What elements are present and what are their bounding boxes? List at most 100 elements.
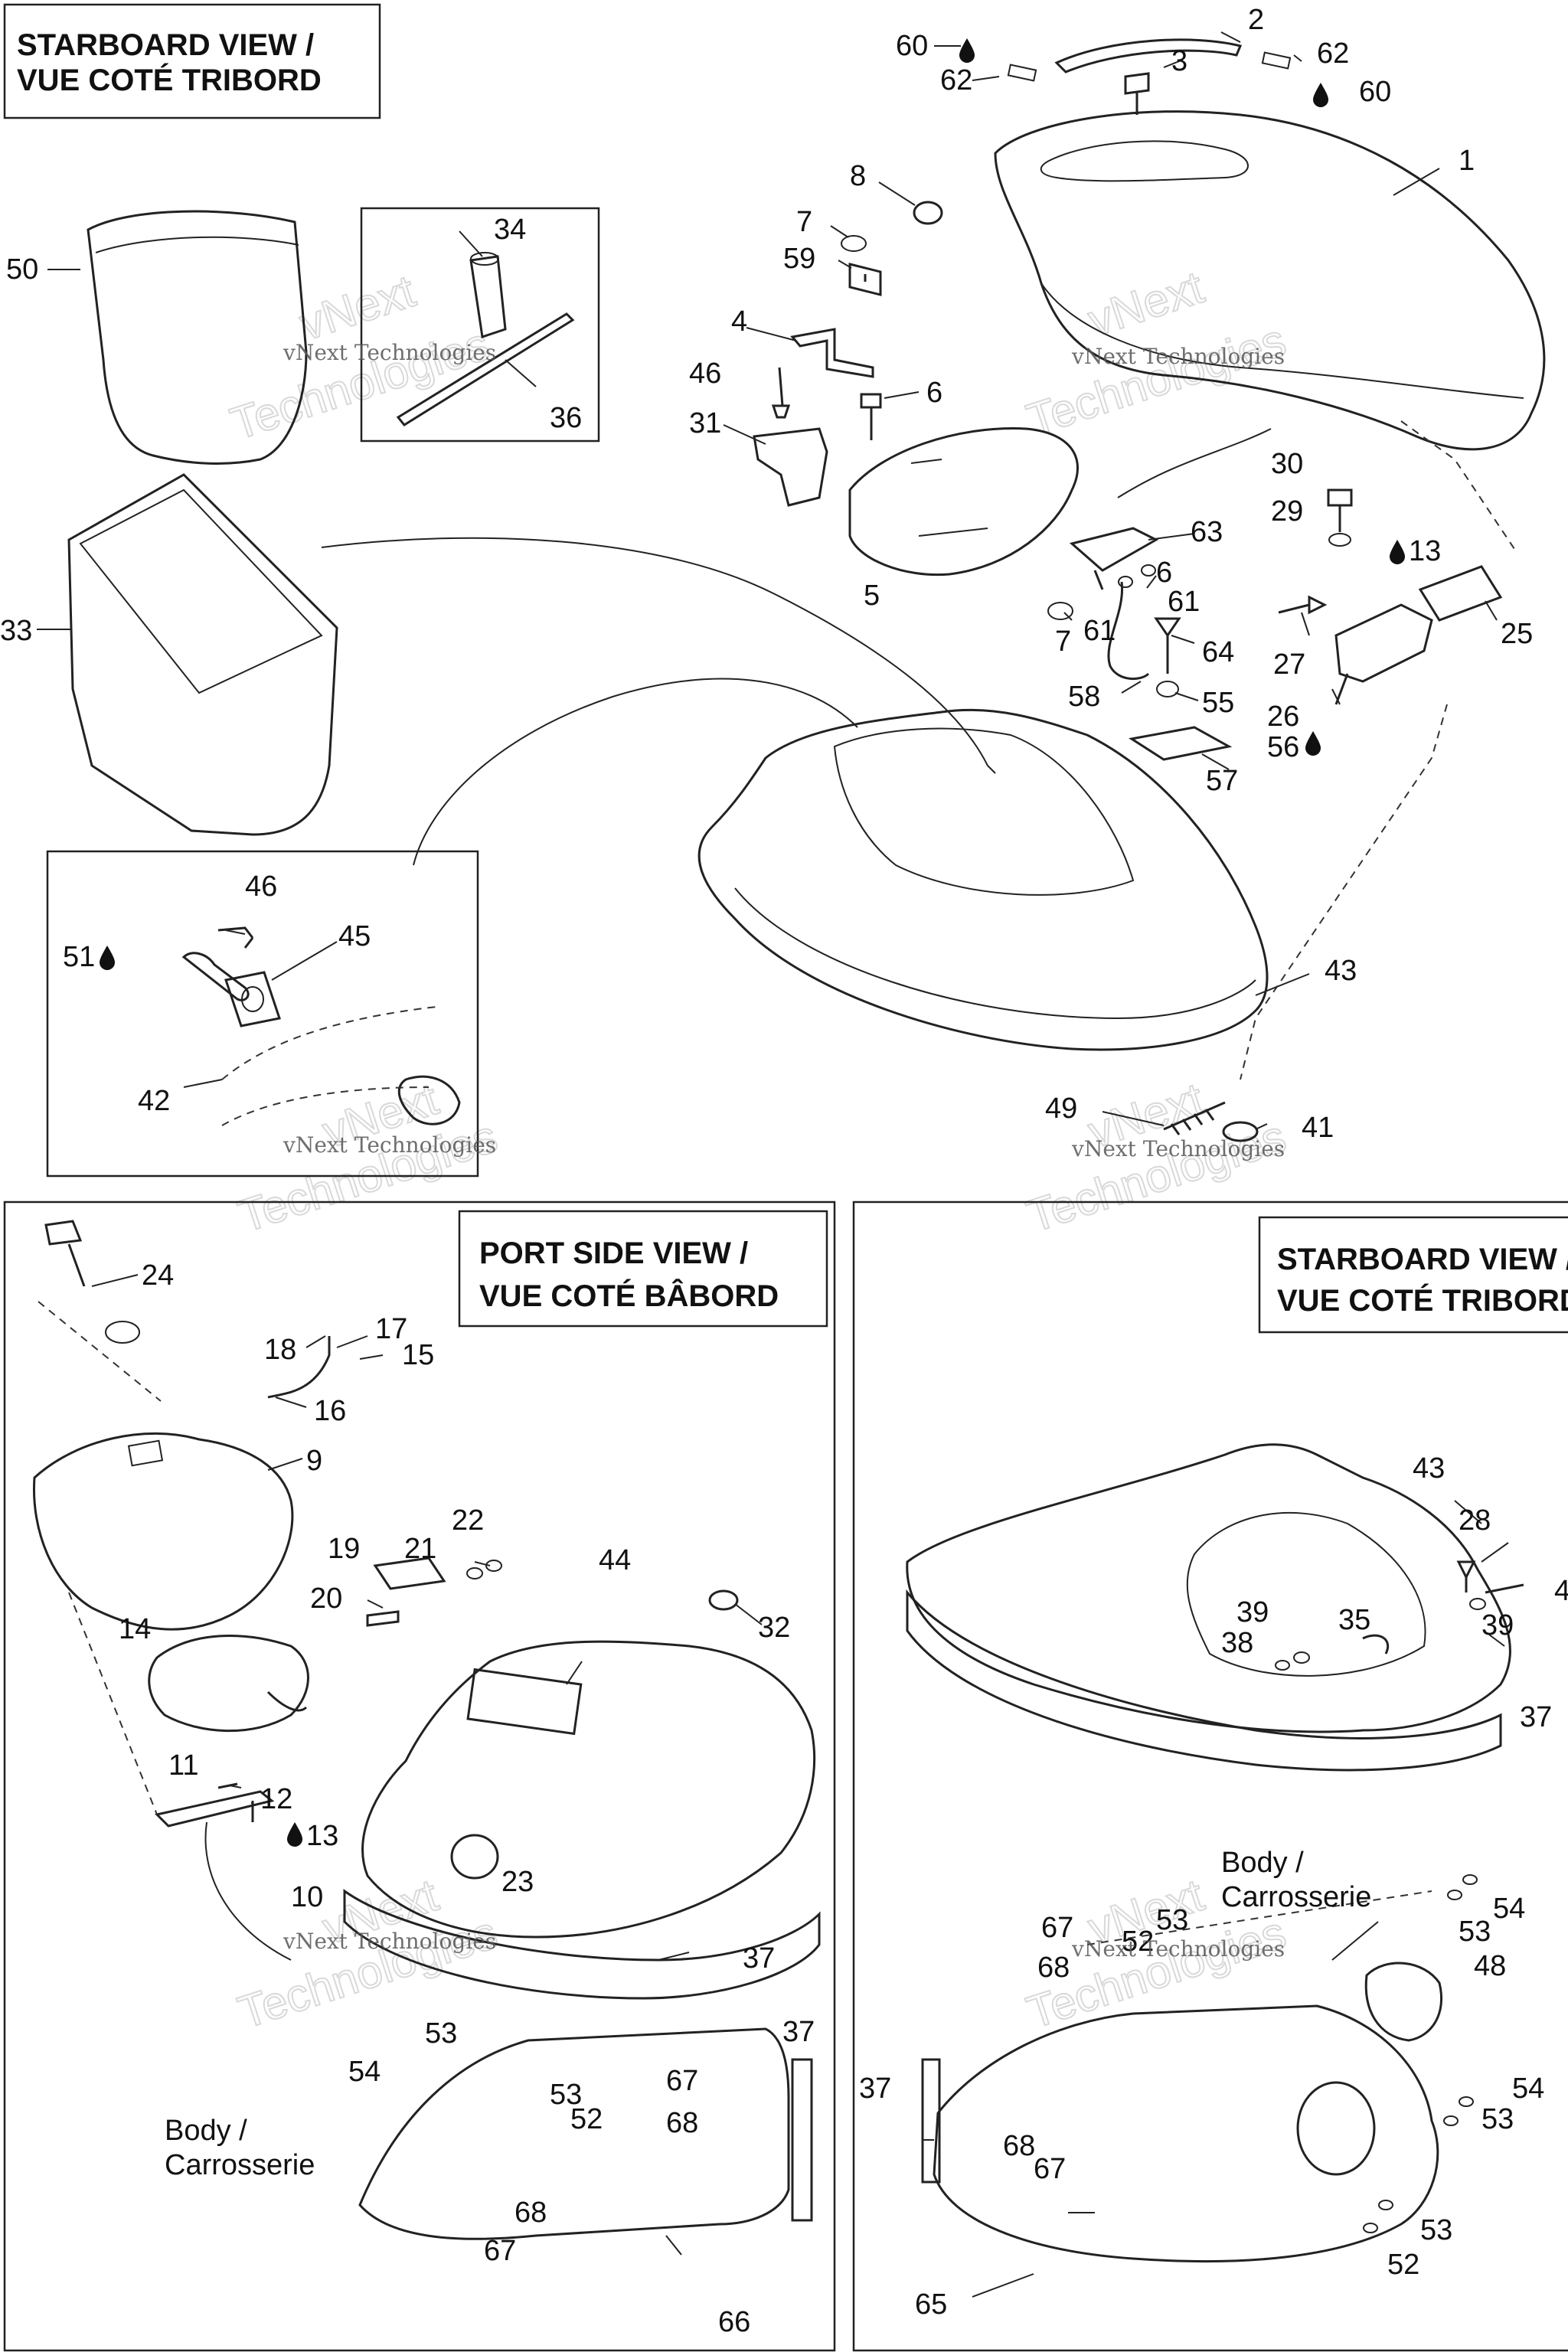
watermark-text: vNext Technologies: [1071, 344, 1285, 369]
part-28-screw: [1456, 1560, 1476, 1592]
part-57-plate: [1128, 726, 1233, 761]
part-30-bolt: [1327, 488, 1353, 532]
callout-14: 14: [119, 1613, 151, 1645]
callout-67: 67: [484, 2235, 516, 2267]
body-label-starboard: Body / Carrosserie: [1221, 1847, 1371, 1913]
part-33-bin-liner: [67, 473, 338, 836]
part-46-pin: [771, 367, 791, 419]
callout-4: 4: [731, 305, 747, 338]
watermark-small-group: vNext Technologies vNext Technologies vN…: [283, 340, 1285, 1962]
callout-39: 39: [1481, 1609, 1514, 1642]
callout-31: 31: [689, 407, 721, 439]
part-39-washer-a: [1469, 1598, 1486, 1610]
callout-57: 57: [1206, 765, 1238, 797]
callout-56: 56: [1267, 731, 1299, 763]
callout-42: 42: [138, 1085, 170, 1117]
callout-33: 33: [0, 615, 32, 647]
title-starboard-bottom-line2: VUE COTÉ TRIBORD: [1277, 1283, 1568, 1318]
callout-13: 13: [1409, 535, 1441, 567]
callout-16: 16: [314, 1395, 346, 1427]
part-27-pin: [1278, 595, 1328, 615]
part-38-nut: [1275, 1660, 1290, 1671]
port-side-frame: [3, 1200, 836, 2352]
callout-3: 3: [1171, 45, 1187, 77]
callout-43: 43: [1413, 1452, 1445, 1485]
watermark-text: vNext Technologies: [1071, 1936, 1285, 1962]
callout-48: 48: [1474, 1950, 1506, 1982]
callout-52: 52: [1387, 2249, 1419, 2281]
drop-icon: [1390, 540, 1405, 564]
leader-lines: [37, 31, 1509, 2298]
callout-55: 55: [1202, 687, 1234, 719]
callout-7: 7: [1055, 626, 1071, 658]
callout-45: 45: [338, 920, 371, 952]
part-58-cable: [1107, 581, 1150, 681]
part-63-bracket: [1069, 527, 1159, 590]
callout-60: 60: [1359, 76, 1391, 108]
callout-37: 37: [782, 2016, 815, 2048]
part-65-side-panel: [933, 2004, 1439, 2263]
callout-67: 67: [666, 2065, 698, 2097]
detail-inset-small-frame: [360, 207, 600, 443]
watermark-big-4: Technologies: [1021, 314, 1292, 446]
callout-54: 54: [1512, 2073, 1544, 2105]
part-6-bolt: [860, 393, 882, 440]
part-25-hinge-plate: [1418, 565, 1503, 622]
callout-13: 13: [306, 1820, 338, 1852]
callout-53: 53: [425, 2017, 457, 2050]
part-4-bracket: [790, 328, 874, 378]
part-7-nut: [841, 235, 867, 252]
part-5-pad: [848, 427, 1079, 577]
part-22-nut: [485, 1560, 502, 1572]
body-label-port: Body / Carrosserie: [165, 2115, 315, 2181]
callout-40: 40: [1554, 1575, 1568, 1607]
part-29-washer: [1328, 533, 1351, 547]
callout-5: 5: [864, 580, 880, 612]
part-19-bracket: [373, 1557, 446, 1590]
callout-12: 12: [260, 1783, 292, 1815]
detail-inset-frame: [46, 850, 479, 1178]
callout-35: 35: [1338, 1604, 1370, 1636]
part-23-plug: [450, 1834, 499, 1880]
callout-29: 29: [1271, 495, 1303, 528]
drop-icons: [100, 38, 1405, 1847]
callout-65: 65: [915, 2288, 947, 2321]
callout-41: 41: [1302, 1112, 1334, 1144]
part-37-gunwale-stbd: [906, 1589, 1502, 1772]
body-label-line2: Carrosserie: [1221, 1881, 1371, 1913]
callout-46: 46: [245, 871, 277, 903]
title-port-side: PORT SIDE VIEW / VUE COTÉ BÂBORD: [458, 1210, 828, 1328]
part-36-rod: [396, 312, 575, 426]
part-61-washer-a: [1141, 564, 1156, 577]
callout-46: 46: [689, 358, 721, 390]
callout-7: 7: [796, 206, 812, 238]
body-label-line2: Carrosserie: [165, 2149, 315, 2181]
callout-39: 39: [1236, 1596, 1269, 1628]
callout-6: 6: [926, 377, 942, 409]
part-20-screw: [366, 1610, 400, 1627]
callout-52: 52: [570, 2103, 603, 2135]
callout-9: 9: [306, 1445, 322, 1477]
callout-25: 25: [1501, 618, 1533, 650]
part-26-hinge: [1334, 603, 1433, 705]
part-62-pin-a: [1007, 64, 1037, 82]
drop-icon: [100, 946, 115, 970]
callout-64: 64: [1202, 636, 1234, 668]
part-55-washer: [1156, 681, 1179, 697]
callout-68: 68: [1037, 1952, 1070, 1984]
watermark-text: vNext Technologies: [283, 340, 496, 365]
part-64-screw: [1154, 617, 1181, 674]
part-37-trim-strip: [791, 2058, 813, 2222]
drop-icon: [287, 1822, 302, 1847]
callout-53: 53: [550, 2079, 582, 2111]
callout-68: 68: [514, 2197, 547, 2229]
callout-67: 67: [1034, 2153, 1066, 2185]
callout-51: 51: [63, 941, 95, 973]
callout-26: 26: [1267, 701, 1299, 733]
watermark-big-1: vNext: [293, 265, 421, 350]
callout-61: 61: [1168, 586, 1200, 618]
part-37-gunwale-port: [343, 1889, 821, 2000]
watermark-text: vNext Technologies: [283, 1929, 496, 1954]
callout-8: 8: [850, 160, 866, 192]
callout-59: 59: [783, 243, 815, 275]
